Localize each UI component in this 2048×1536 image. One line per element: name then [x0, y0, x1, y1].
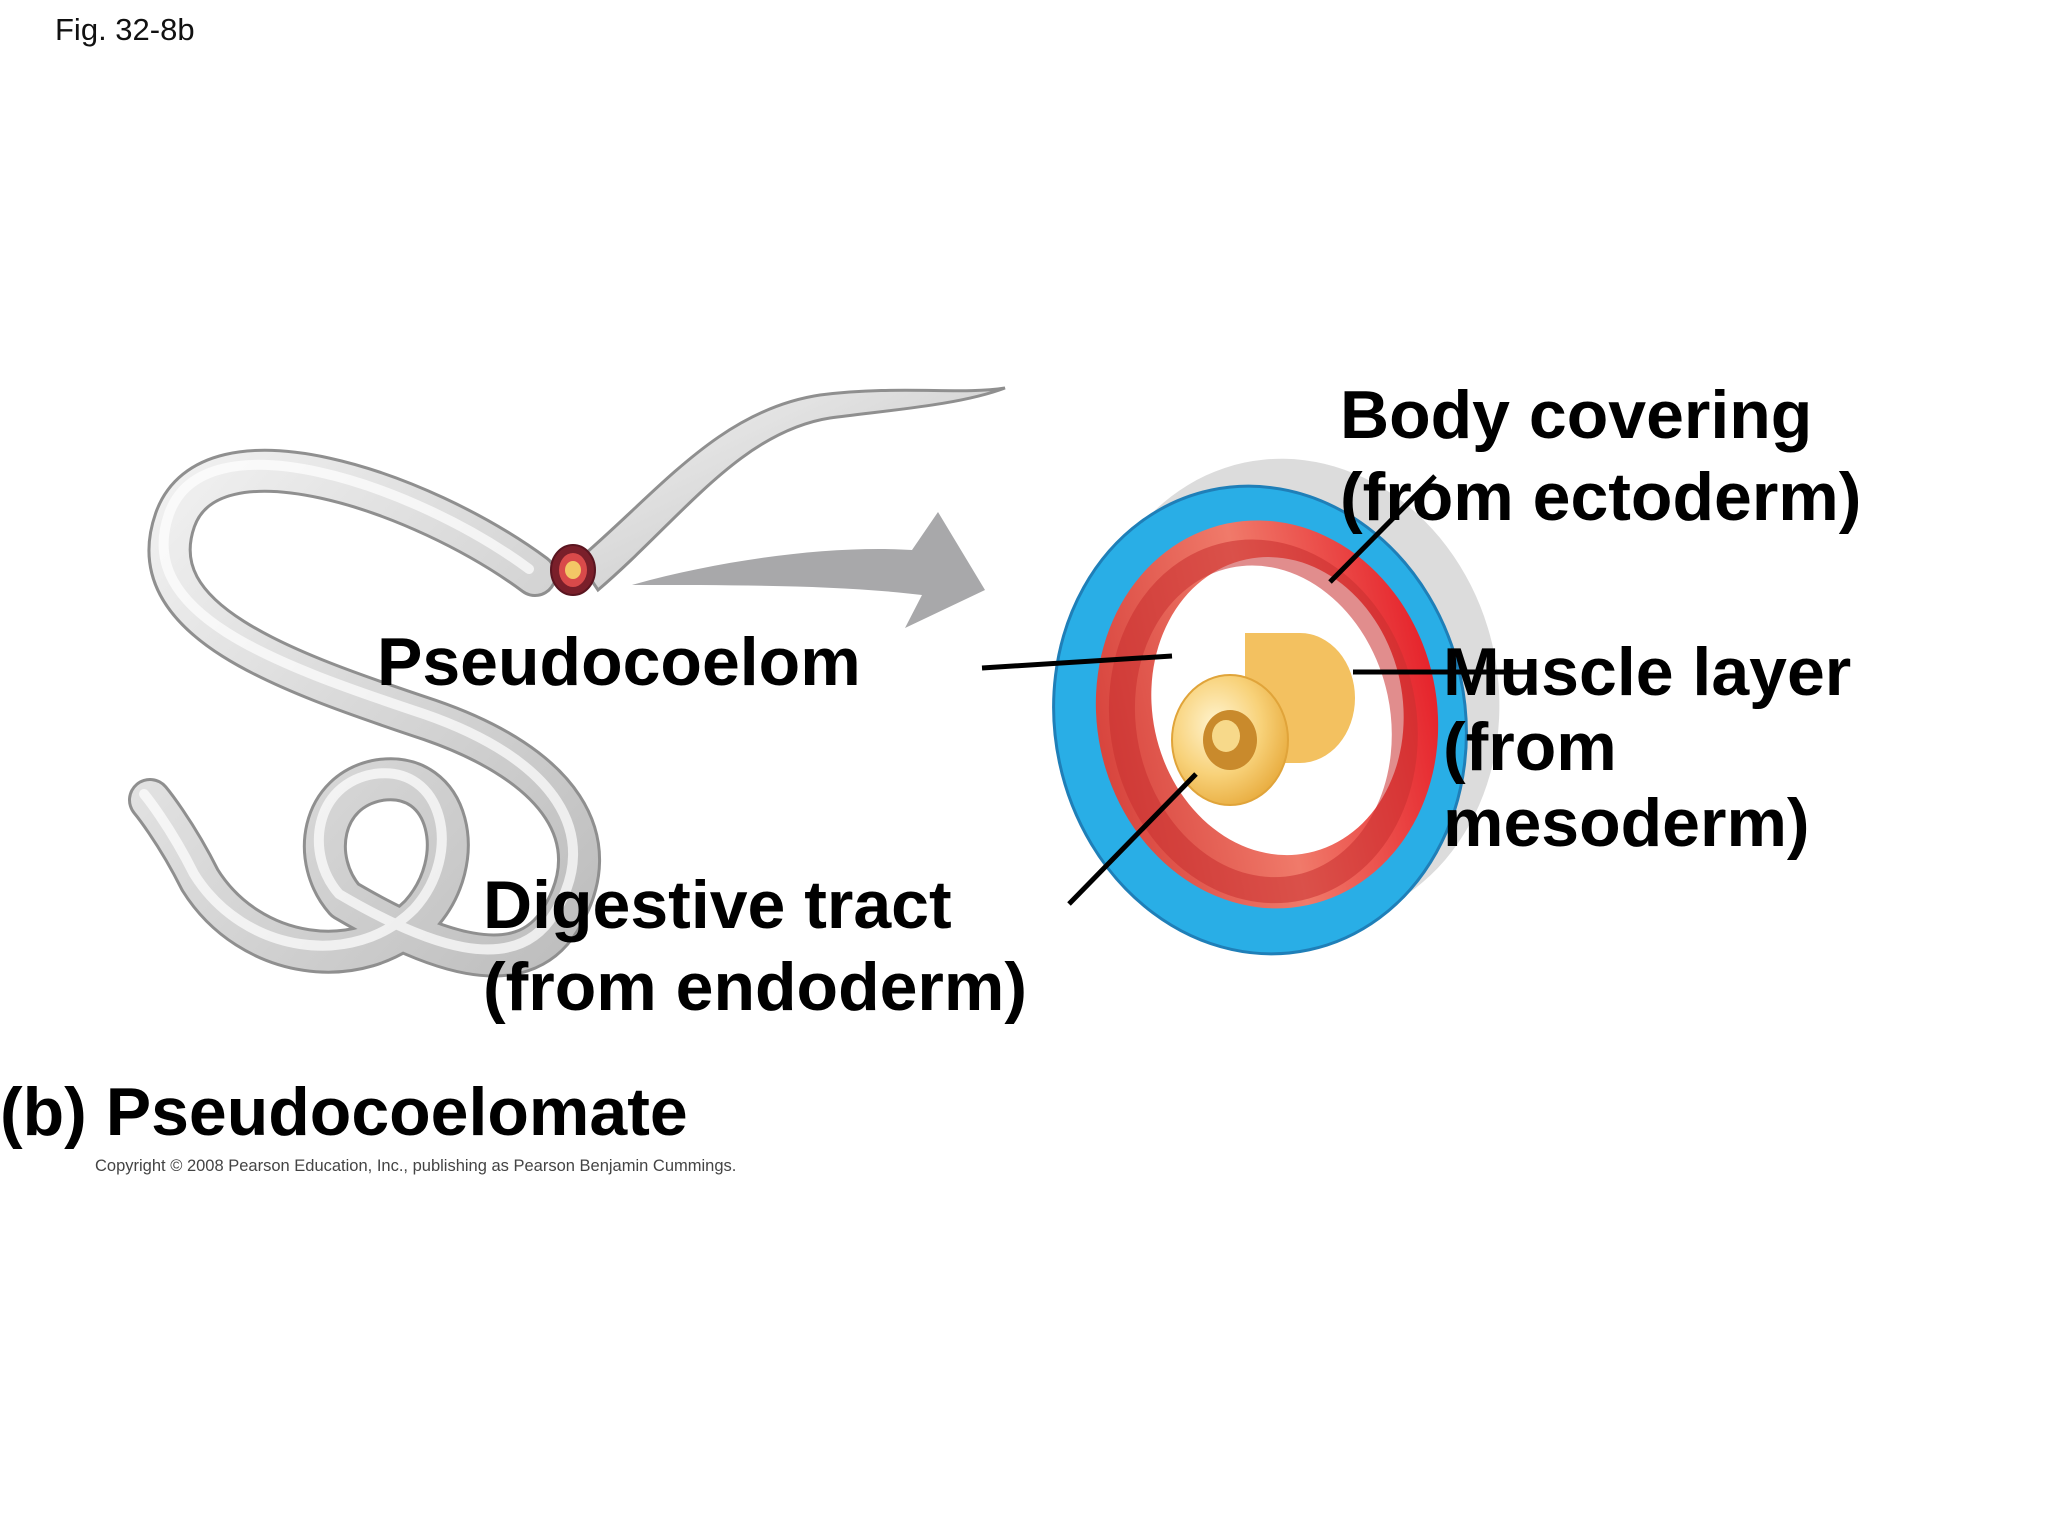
label-pseudocoelom: Pseudocoelom: [377, 624, 861, 700]
label-muscle-layer-line-2: (from: [1443, 709, 1617, 786]
copyright-notice: Copyright © 2008 Pearson Education, Inc.…: [95, 1157, 737, 1175]
label-digestive-tract-line-1: Digestive tract: [483, 867, 952, 943]
magnify-arrow: [632, 512, 985, 628]
label-digestive-tract-line-2: (from endoderm): [483, 948, 1027, 1025]
leader-line-body-covering: [1328, 474, 1437, 584]
cross-section: [1052, 458, 1500, 956]
label-muscle-layer-line-3: mesoderm): [1443, 784, 1810, 861]
digestive-tract-tube: [1171, 633, 1355, 806]
leader-lines: [981, 474, 1536, 906]
label-digestive-tract: Digestive tract (from endoderm): [483, 865, 1027, 1028]
label-muscle-layer-line-1: Muscle layer: [1443, 634, 1852, 710]
label-body-covering: Body covering (from ectoderm): [1340, 375, 1861, 538]
label-muscle-layer: Muscle layer (from mesoderm): [1443, 634, 1852, 861]
panel-title: (b) Pseudocoelomate: [0, 1074, 688, 1150]
figure-number: Fig. 32-8b: [55, 12, 195, 47]
worm-body: [128, 386, 1006, 978]
leader-line-pseudocoelom: [981, 653, 1173, 671]
label-body-covering-line-2: (from ectoderm): [1340, 458, 1862, 535]
label-body-covering-line-1: Body covering: [1340, 377, 1813, 453]
worm-cross-section-end: [550, 544, 596, 596]
leader-line-digestive-tract: [1067, 772, 1198, 906]
